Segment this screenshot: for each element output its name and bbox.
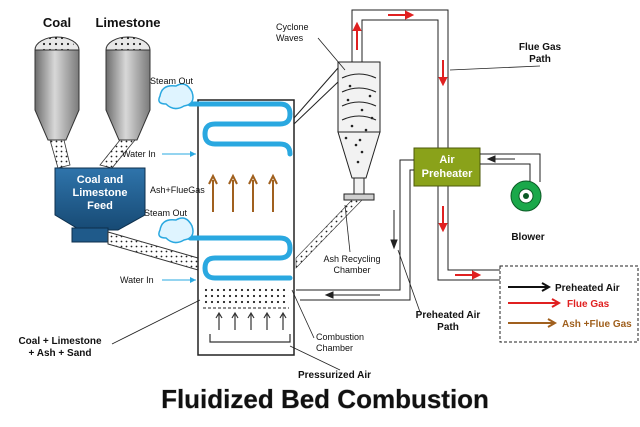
steam-out-bottom-blob <box>158 217 194 244</box>
air-preheater: Air Preheater <box>413 147 481 187</box>
combustion-chamber <box>197 99 295 356</box>
ash-recycling-chute <box>295 199 363 269</box>
pressurized-air-label: Pressurized Air <box>298 370 371 381</box>
legend-item-preheated-air: Preheated Air <box>508 282 620 294</box>
ash-flue-gas-label: Ash+FlueGas <box>150 185 205 195</box>
flue-gas-path-line1: Flue Gas <box>519 42 562 53</box>
combustion-label-line2: Chamber <box>316 343 353 353</box>
coal-limestone-feed: Coal and Limestone Feed <box>54 167 146 243</box>
feed-label-line2: Limestone <box>72 187 127 199</box>
steam-out-bottom-label: Steam Out <box>144 208 188 218</box>
upper-steam-coil <box>187 101 293 157</box>
steam-out-top-blob <box>158 83 194 110</box>
blower-label: Blower <box>511 232 544 243</box>
flue-gas-path-line2: Path <box>529 54 551 65</box>
bed-label-line2: + Ash + Sand <box>29 348 92 359</box>
blower <box>510 180 542 212</box>
air-preheater-line1: Air <box>439 154 455 166</box>
flue-gas-duct <box>351 9 500 281</box>
flue-gas-arrows <box>352 10 482 280</box>
legend-item-flue-gas: Flue Gas <box>508 298 610 310</box>
legend-label-ash-flue-gas: Ash +Flue Gas <box>562 319 632 330</box>
coal-silo <box>34 36 80 169</box>
ash-recycling-line2: Chamber <box>333 265 370 275</box>
pressurized-air-arrows <box>209 311 291 343</box>
limestone-label: Limestone <box>95 15 160 30</box>
legend-label-flue-gas: Flue Gas <box>567 299 610 310</box>
cyclone-label-line2: Waves <box>276 33 304 43</box>
coal-label: Coal <box>43 15 71 30</box>
leader-lines <box>111 37 541 371</box>
ash-flue-gas-arrows <box>208 173 278 212</box>
fluidized-bed <box>203 286 289 306</box>
bed-label-line1: Coal + Limestone <box>18 336 102 347</box>
chamber-to-cyclone-duct <box>293 67 339 119</box>
cyclone-label-line1: Cyclone <box>276 22 309 32</box>
air-preheater-line2: Preheater <box>422 168 473 180</box>
water-in-bottom-label: Water In <box>120 275 154 285</box>
legend: Preheated Air Flue Gas Ash +Flue Gas <box>499 265 639 343</box>
water-in-top-label: Water In <box>122 149 156 159</box>
ash-recycling-line1: Ash Recycling <box>323 254 380 264</box>
preheated-air-ducts <box>296 153 541 301</box>
chamber-to-cyclone-duct-inner <box>293 81 339 125</box>
preheated-air-path-line1: Preheated Air <box>416 310 481 321</box>
combustion-label-line1: Combustion <box>316 332 364 342</box>
water-in-top-arrow <box>162 151 196 157</box>
feed-label-line3: Feed <box>87 200 113 212</box>
diagram-title: Fluidized Bed Combustion <box>161 384 489 414</box>
feed-label-line1: Coal and <box>77 174 123 186</box>
legend-item-ash-flue-gas: Ash +Flue Gas <box>508 318 632 330</box>
legend-label-preheated-air: Preheated Air <box>555 283 620 294</box>
water-in-bottom-arrow <box>162 277 196 283</box>
limestone-silo <box>99 36 151 169</box>
steam-out-top-label: Steam Out <box>150 76 194 86</box>
cyclone-separator <box>337 61 381 201</box>
preheated-air-path-line2: Path <box>437 322 459 333</box>
lower-steam-coil <box>187 235 293 281</box>
